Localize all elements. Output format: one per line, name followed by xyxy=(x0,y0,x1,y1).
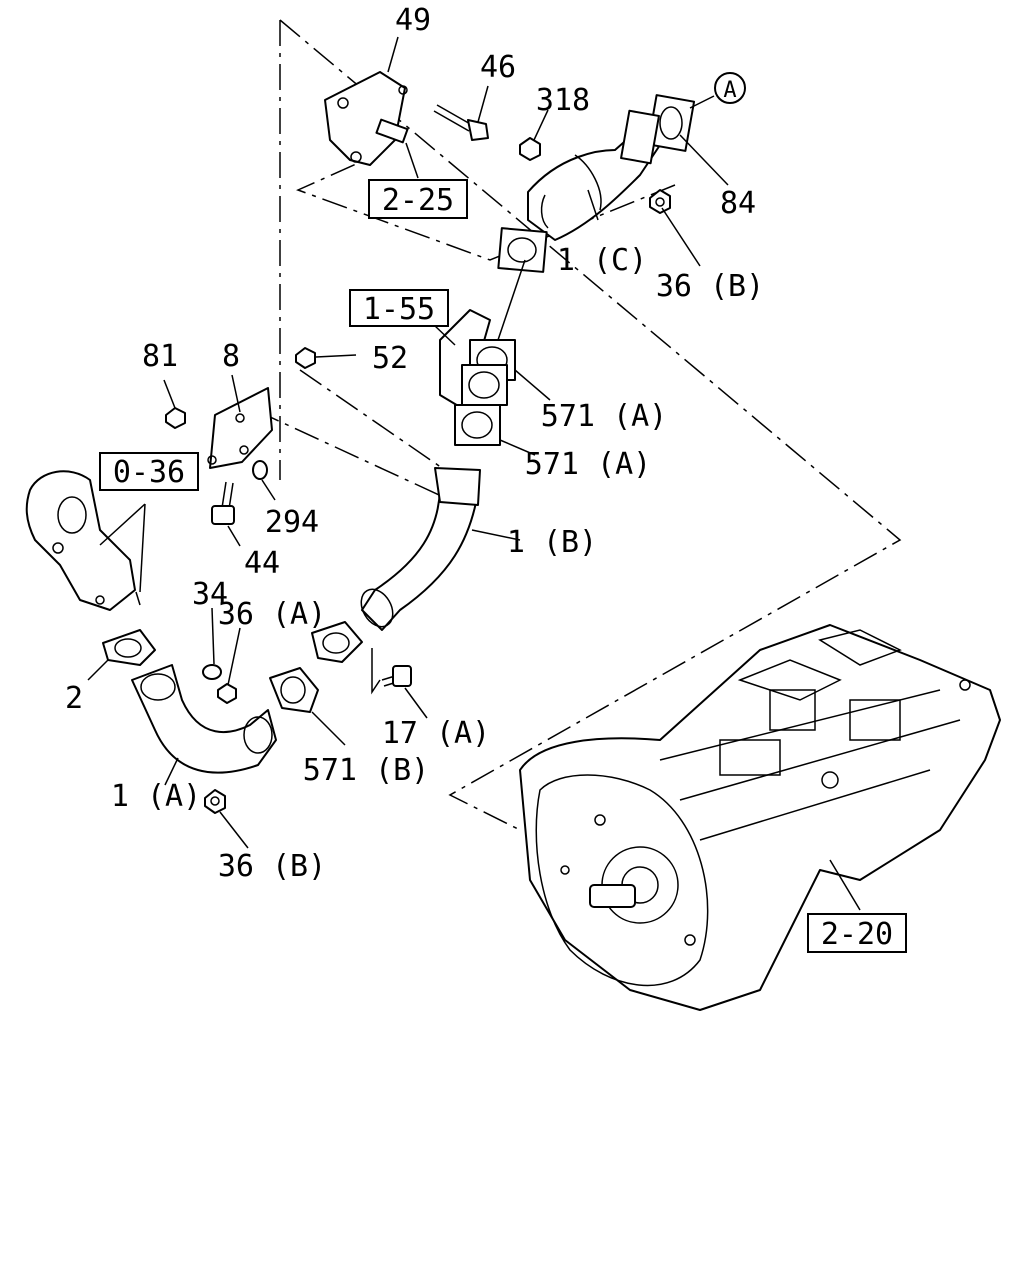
nut-36a xyxy=(217,683,237,704)
ref-2-25: 2-25 xyxy=(382,183,454,218)
nut-36b-top xyxy=(649,189,671,214)
label-84: 84 xyxy=(720,186,756,221)
leader-lines xyxy=(87,36,861,911)
nut-52 xyxy=(295,347,316,369)
label-52: 52 xyxy=(372,341,408,376)
pipe-1a xyxy=(131,664,277,774)
label-318: 318 xyxy=(536,83,590,118)
label-81: 81 xyxy=(142,339,178,374)
bolt-44 xyxy=(211,481,235,525)
bolt-17a xyxy=(371,648,412,695)
label-294: 294 xyxy=(265,505,319,540)
bracket-8 xyxy=(207,387,273,469)
label-44: 44 xyxy=(244,546,280,581)
label-1c: 1 (C) xyxy=(557,243,647,278)
gasket-2 xyxy=(102,629,156,666)
label-36a: 36 (A) xyxy=(218,597,326,632)
label-34: 34 xyxy=(192,577,228,612)
label-571a-2: 571 (A) xyxy=(525,447,651,482)
nut-36b-bottom xyxy=(204,789,226,814)
ref-1-55: 1-55 xyxy=(363,292,435,327)
flange-assembly xyxy=(439,309,516,446)
label-36b-bottom: 36 (B) xyxy=(218,849,326,884)
callout-circle-a xyxy=(714,72,746,104)
ref-box-2-20 xyxy=(807,913,907,953)
callout-labels: 49 46 318 A 84 1 (C) 36 (B) 52 81 8 571 … xyxy=(65,3,764,884)
ref-2-20: 2-20 xyxy=(821,917,893,952)
label-1b: 1 (B) xyxy=(507,525,597,560)
label-8: 8 xyxy=(222,339,240,374)
front-pipe-1b xyxy=(311,467,481,663)
ref-0-36: 0-36 xyxy=(113,455,185,490)
washer-34 xyxy=(202,664,222,680)
gasket-84 xyxy=(620,94,696,165)
label-1a: 1 (A) xyxy=(111,779,201,814)
nut-318 xyxy=(519,137,541,161)
label-571a-1: 571 (A) xyxy=(541,399,667,434)
label-49: 49 xyxy=(395,3,431,38)
bolt-46 xyxy=(433,104,489,141)
label-46: 46 xyxy=(480,50,516,85)
label-a: A xyxy=(723,78,736,103)
ref-box-1-55 xyxy=(349,289,449,327)
label-17a: 17 (A) xyxy=(382,716,490,751)
reference-boxes: 2-25 1-55 0-36 2-20 xyxy=(99,179,907,953)
ref-box-0-36 xyxy=(99,452,199,491)
transmission xyxy=(519,624,1001,1011)
gasket-571b xyxy=(269,667,319,713)
washer-294 xyxy=(252,460,268,480)
exhaust-manifold xyxy=(25,470,141,611)
bracket-49 xyxy=(324,71,408,166)
stud-bolt xyxy=(375,118,409,144)
label-571b: 571 (B) xyxy=(303,753,429,788)
label-36b-top: 36 (B) xyxy=(656,269,764,304)
label-2: 2 xyxy=(65,681,83,716)
nut-81 xyxy=(165,407,186,429)
ref-box-2-25 xyxy=(368,179,468,219)
